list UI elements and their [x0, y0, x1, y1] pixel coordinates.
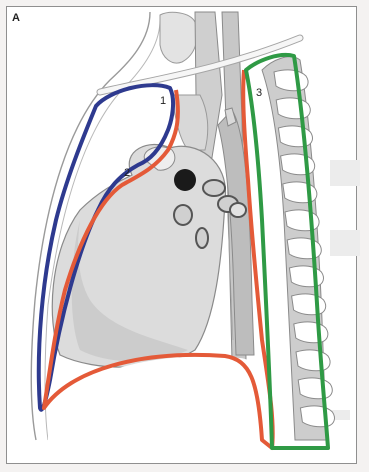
vertebra: [298, 378, 332, 399]
diaphragm: [48, 356, 270, 440]
bronchus-2: [196, 228, 208, 248]
vertebra: [283, 182, 317, 203]
region-label-3: 3: [256, 87, 262, 99]
vertebra: [276, 98, 310, 119]
vertebra: [296, 350, 330, 371]
pulmonary-vessel-1: [174, 169, 196, 191]
vertebra: [289, 266, 323, 287]
pulmonary-vessel-4: [230, 203, 246, 217]
vertebra: [294, 322, 328, 343]
region-label-2: 2: [124, 167, 130, 179]
region-label-1: 1: [160, 95, 166, 107]
vertebra: [274, 70, 308, 91]
panel-letter: A: [12, 12, 20, 24]
thyroid-gland: [160, 12, 197, 63]
vertebra: [300, 406, 334, 427]
pulmonary-vessel-2: [203, 180, 225, 196]
vertebra: [281, 154, 315, 175]
vertebra: [285, 210, 319, 231]
vertebra: [292, 294, 326, 315]
vertebra: [278, 126, 312, 147]
bronchus-1: [174, 205, 192, 225]
vertebra: [287, 238, 321, 259]
